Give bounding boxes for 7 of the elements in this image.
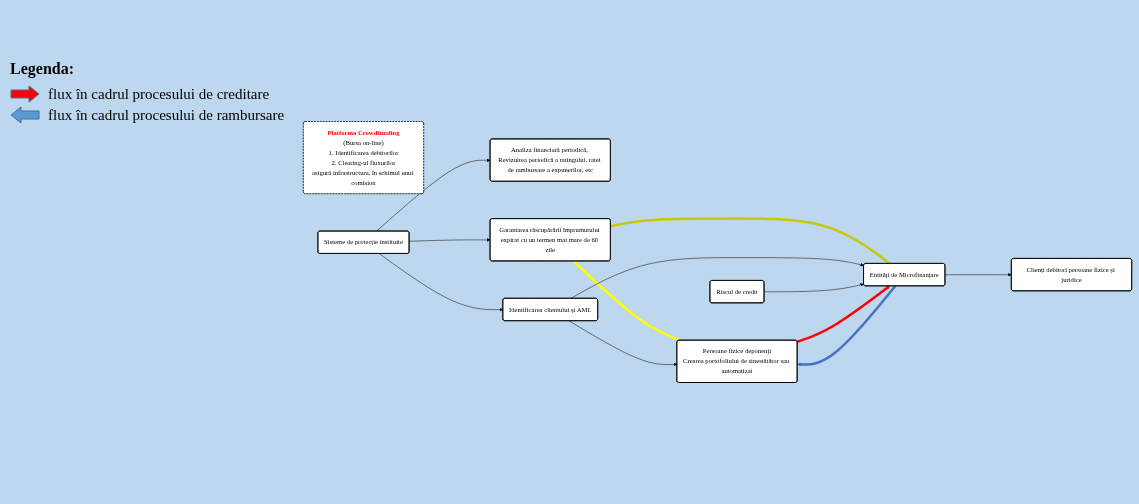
connector xyxy=(610,217,891,265)
legend-heading: Legenda: xyxy=(10,60,74,78)
arrow xyxy=(796,285,890,343)
arrow xyxy=(572,260,681,341)
legend-text: flux în cadrul procesului de rambursare xyxy=(48,106,285,124)
arrow xyxy=(797,285,897,367)
legend-text: flux în cadrul procesului de creditare xyxy=(48,85,270,103)
